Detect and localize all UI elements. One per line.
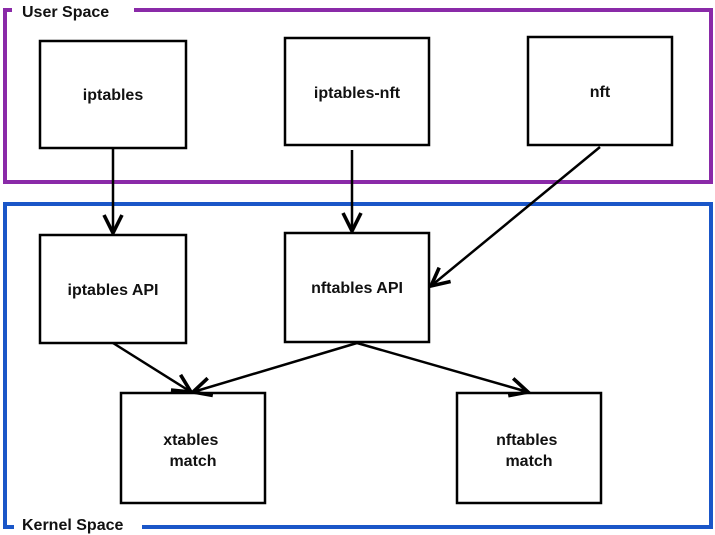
node-nftables-match-label: nftables match bbox=[496, 432, 562, 470]
kernel-space-label-bg bbox=[14, 514, 142, 535]
kernel-space-label: Kernel Space bbox=[22, 517, 123, 534]
node-nft-box bbox=[526, 35, 674, 147]
node-iptables: iptables bbox=[38, 39, 188, 150]
node-iptables-label: iptables bbox=[83, 87, 144, 104]
node-iptables-api-label: iptables API bbox=[68, 282, 159, 299]
node-xtables-match-label: xtables match bbox=[163, 432, 223, 470]
node-nftables-match: nftables match bbox=[455, 391, 603, 505]
node-nftables-match-line1: nftables bbox=[496, 432, 557, 449]
node-xtables-match: xtables match bbox=[119, 391, 267, 505]
node-nft: nft bbox=[526, 35, 674, 147]
arrow-nft-to-nftables-api bbox=[431, 146, 601, 286]
node-xtables-match-box bbox=[119, 391, 267, 505]
kernel-space-region: Kernel Space bbox=[3, 202, 713, 535]
node-nftables-match-line2: match bbox=[505, 453, 552, 470]
node-iptables-api: iptables API bbox=[38, 233, 188, 345]
arrow-iptables-api-to-xtables-match bbox=[112, 341, 191, 392]
kernel-space-border bbox=[3, 202, 713, 529]
arrow-nftables-api-to-nftables-match bbox=[356, 341, 528, 392]
node-iptables-nft-label: iptables-nft bbox=[314, 85, 401, 102]
node-xtables-match-line1: xtables bbox=[163, 432, 218, 449]
user-space-label-bg bbox=[12, 0, 134, 22]
edges bbox=[112, 146, 601, 392]
user-space-label: User Space bbox=[22, 4, 109, 21]
node-nftables-match-box bbox=[455, 391, 603, 505]
node-iptables-nft: iptables-nft bbox=[283, 36, 431, 147]
user-space-border bbox=[3, 8, 713, 184]
arrow-nftables-api-to-xtables-match bbox=[193, 341, 358, 392]
node-nft-label: nft bbox=[590, 84, 611, 101]
node-iptables-nft-box bbox=[283, 36, 431, 147]
user-space-region: User Space bbox=[3, 0, 713, 184]
node-nftables-api: nftables API bbox=[283, 231, 431, 344]
node-nftables-api-label: nftables API bbox=[311, 280, 403, 297]
node-xtables-match-line2: match bbox=[169, 453, 216, 470]
